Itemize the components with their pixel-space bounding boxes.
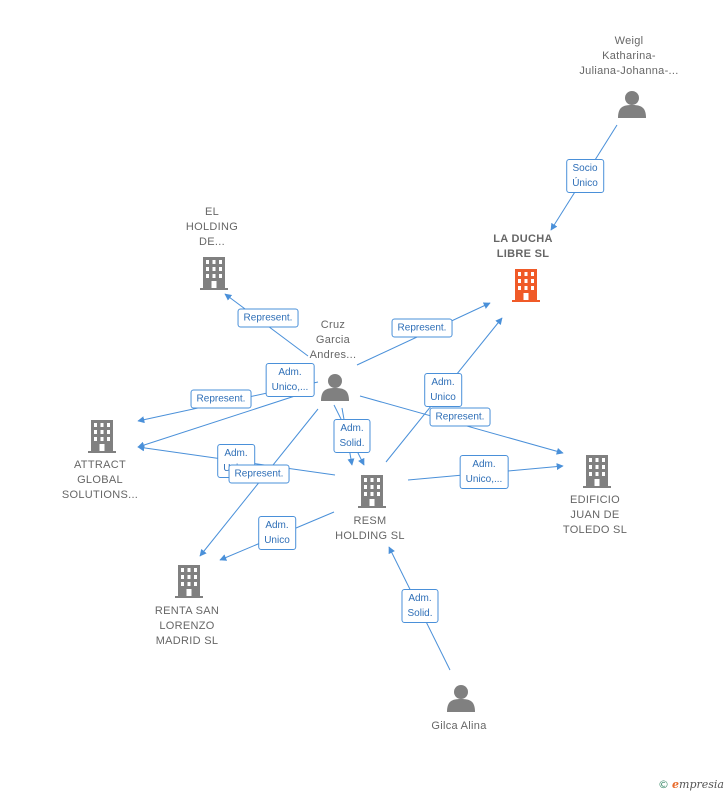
- building-icon[interactable]: [88, 420, 116, 453]
- building-icon[interactable]: [200, 257, 228, 290]
- node-label-el-holding[interactable]: EL HOLDING DE...: [185, 206, 239, 248]
- edge-label-adm-unico[interactable]: Adm. Unico: [258, 516, 296, 550]
- edge-cruz-attract-represent: [137, 394, 299, 449]
- edge-label-adm-unico[interactable]: Adm. Unico,...: [459, 455, 509, 489]
- building-icon[interactable]: [175, 565, 203, 598]
- node-label-weigl[interactable]: Weigl Katharina- Juliana-Johanna-...: [579, 35, 679, 77]
- node-label-la-ducha-libre[interactable]: LA DUCHA LIBRE SL: [493, 233, 553, 260]
- edge-label-adm-unico[interactable]: Adm. Unico,...: [265, 363, 315, 397]
- node-label-cruz-garcia[interactable]: Cruz Garcia Andres...: [309, 319, 357, 361]
- edge-label-adm-solid[interactable]: Adm. Solid.: [333, 419, 371, 453]
- edge-label-adm-solid[interactable]: Adm. Solid.: [401, 589, 439, 623]
- edge-label-represent[interactable]: Represent.: [228, 464, 290, 484]
- node-label-renta-san-lorenzo[interactable]: RENTA SAN LORENZO MADRID SL: [154, 605, 220, 647]
- empresia-logo[interactable]: ©empresia: [658, 778, 724, 791]
- node-label-resm-holding[interactable]: RESM HOLDING SL: [335, 515, 405, 542]
- building-icon[interactable]: [358, 475, 386, 508]
- node-label-attract-global[interactable]: ATTRACT GLOBAL SOLUTIONS...: [61, 459, 139, 501]
- edge-label-represent[interactable]: Represent.: [429, 407, 491, 427]
- person-icon[interactable]: [447, 685, 475, 712]
- person-icon[interactable]: [321, 374, 349, 401]
- copyright-icon: ©: [658, 778, 670, 791]
- edge-label-represent[interactable]: Represent.: [237, 308, 299, 328]
- node-label-gilca-alina[interactable]: Gilca Alina: [431, 720, 487, 732]
- person-icon[interactable]: [618, 91, 646, 118]
- edge-label-represent[interactable]: Represent.: [190, 389, 252, 409]
- building-icon[interactable]: [512, 269, 540, 302]
- node-label-edificio-juan[interactable]: EDIFICIO JUAN DE TOLEDO SL: [562, 494, 628, 536]
- edge-label-socio-unico[interactable]: Socio Único: [566, 159, 604, 193]
- edge-label-adm-unico[interactable]: Adm. Unico: [424, 373, 462, 407]
- edge-label-represent[interactable]: Represent.: [391, 318, 453, 338]
- building-icon[interactable]: [583, 455, 611, 488]
